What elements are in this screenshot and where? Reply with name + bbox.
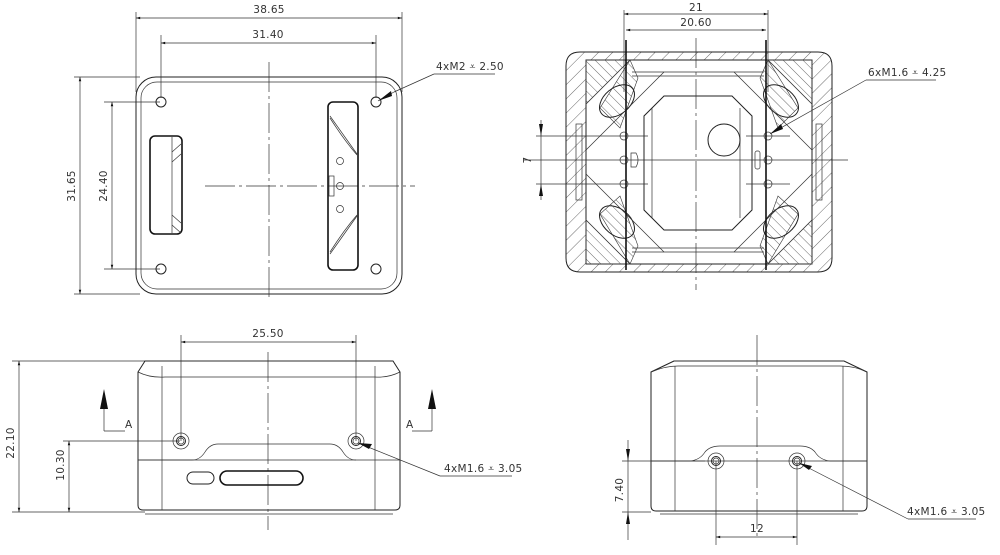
dim-hole-spacing-y: 24.40 — [98, 170, 110, 202]
dim-section-width-inner: 20.60 — [680, 17, 712, 29]
hole-callout-m16-section: 6xM1.6 ⩡ 4.25 — [868, 67, 947, 79]
section-label-a-left: A — [125, 419, 133, 431]
section-label-a-right: A — [406, 419, 414, 431]
dim-section-width-outer: 21 — [689, 2, 703, 14]
dim-side-hole-spacing: 12 — [750, 523, 764, 535]
top-view: 38.65 31.40 31.65 24.40 — [66, 4, 504, 300]
hole-callout-m16-front: 4xM1.6 ⩡ 3.05 — [444, 463, 523, 475]
hole-callout-m2: 4xM2 ⩡ 2.50 — [436, 61, 504, 73]
dim-overall-width: 38.65 — [253, 4, 285, 16]
hole-callout-m16-side: 4xM1.6 ⩡ 3.05 — [907, 506, 986, 518]
side-view: 7.40 12 4xM1.6 ⩡ 3.05 — [614, 335, 986, 545]
dim-front-height: 22.10 — [5, 427, 17, 459]
dim-side-hole-height: 7.40 — [614, 478, 626, 503]
dim-section-vertical: 7 — [522, 157, 534, 164]
front-view: 22.10 10.30 25.50 A — [5, 328, 523, 530]
dim-front-hole-spacing: 25.50 — [252, 328, 284, 340]
dim-hole-spacing-x: 31.40 — [252, 29, 284, 41]
section-view: 21 20.60 — [522, 2, 947, 290]
dim-overall-height: 31.65 — [66, 170, 78, 202]
dim-front-hole-height: 10.30 — [55, 449, 67, 481]
